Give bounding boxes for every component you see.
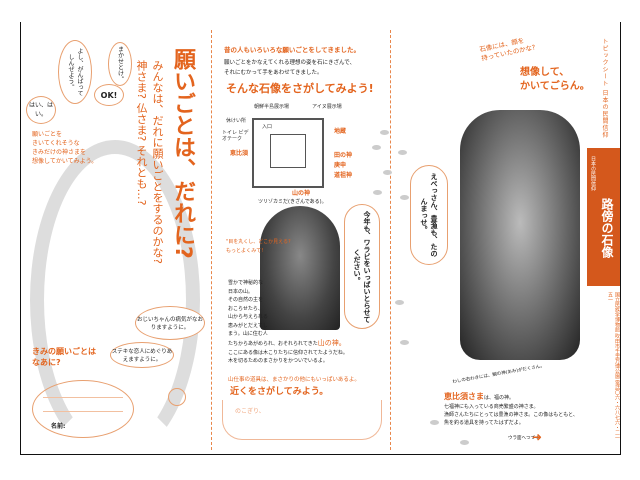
map-label: アイヌ展示場 [312, 104, 342, 110]
wish-bubble: ステキな恋人にめぐりあえますように。 [110, 342, 174, 368]
ebisu-statue-photo [460, 110, 580, 360]
answer-hint: のこぎり、 [235, 408, 265, 415]
search-heading: 近くをさがしてみよう。 [230, 387, 329, 397]
yama-no-kami-text: 雪かで神秘的な日本の山。その自然の主をおこらせたら、山から与えられる恵みがとだえ… [228, 280, 348, 364]
map-label: 入口 [262, 124, 273, 130]
title-band: 日本の民間信仰 路傍の石像 [587, 148, 620, 286]
map-label-ebisu: 恵比須 [230, 150, 249, 157]
band-subtitle: 日本の民間信仰 [590, 156, 596, 191]
photo-caption: ツリゾカミだ(きざんである)。 [258, 199, 327, 205]
map-label: 休けい所 [226, 118, 247, 124]
map-label-yama-no-kami: 山の神 [292, 190, 311, 197]
map-label-dosojin: 道祖神 [334, 172, 353, 179]
wish-bubble: おじいちゃんの病気がなおりますように。 [135, 306, 205, 340]
call-to-action: そんな石像をさがしてみよう! [226, 82, 374, 95]
child-illustration [168, 388, 186, 406]
tool-text: 山仕事の道具は、まさかりの他にもいっぱいあるよ。 [228, 377, 360, 383]
speech-bubble: まかせとけ。 [108, 42, 132, 86]
band-title: 路傍の石像 [600, 198, 614, 258]
museum-map [252, 118, 324, 188]
look-closely: "目を丸くし、どこか見える?もっとよくみて! [226, 239, 291, 254]
intro-heading: 昔の人もいろいろな願いごとをしてきました。 [224, 46, 360, 54]
answer-input-area[interactable]: のこぎり、 [222, 400, 382, 440]
left-subtitle-1: みんなは、だれに願いごとをするのかな? [151, 60, 164, 264]
fold-line [211, 30, 212, 450]
wish-input-area[interactable]: 名前: [32, 380, 134, 438]
yama-no-kami-statue-photo [260, 206, 340, 330]
map-exhibit [270, 134, 306, 168]
left-subtitle-2: 神さま? 仏さま? それとも…? [135, 60, 148, 206]
speech-bubble: はい、はい。 [26, 96, 56, 124]
left-instruction: 願いごとをきいてくれそうなきみだけの神さまを想像してかいてみよう。 [32, 131, 98, 165]
map-label: 朝鮮半島展示場 [254, 104, 290, 110]
speech-bubble: よし、がんばってしんぜよう。 [58, 40, 92, 104]
arrow-right-icon: ➜ [532, 430, 543, 444]
intro-text: 願いごとをかなえてくれる理想の姿を石にきざんで、それにむかって手をあわせてきまし… [224, 60, 356, 76]
name-label: 名前: [51, 423, 66, 430]
ebisu-text: 恵比須さまは、福の神。 七福神にも入っている商売繁盛の神さま。漁師さんたちにとっ… [444, 392, 578, 426]
draw-heading: 想像して、かいてごらん。 [520, 67, 590, 92]
series-label: トピックシート 日本の民間信仰 [601, 38, 608, 139]
map-label-jizo: 地蔵 [334, 128, 347, 135]
fold-line [390, 30, 391, 450]
map-label-koshin: 庚申 [334, 162, 347, 169]
stone-speech-bubble: 今年も、ワラビをいっぱいとらせてください。 [344, 204, 380, 329]
left-title: 願いごとは、だれに? [170, 48, 195, 259]
page-frame [20, 22, 621, 455]
ebisu-speech-bubble: えべっさん、豊漁も、たのんまっせ。 [410, 165, 448, 265]
museum-footer: 国立民族学博物館 吹田市千里万博公園 電話〇六・六八七六・二一五一 [607, 292, 620, 441]
page-turn-label[interactable]: ウラ面へつづく [508, 436, 540, 441]
map-label-ta-no-kami: 田の神 [334, 152, 353, 159]
wish-question: きみの願いごとはなあに? [32, 347, 96, 367]
speech-bubble-ok: OK! [94, 84, 124, 106]
map-label: トイレ ビデオテーク [222, 130, 249, 142]
